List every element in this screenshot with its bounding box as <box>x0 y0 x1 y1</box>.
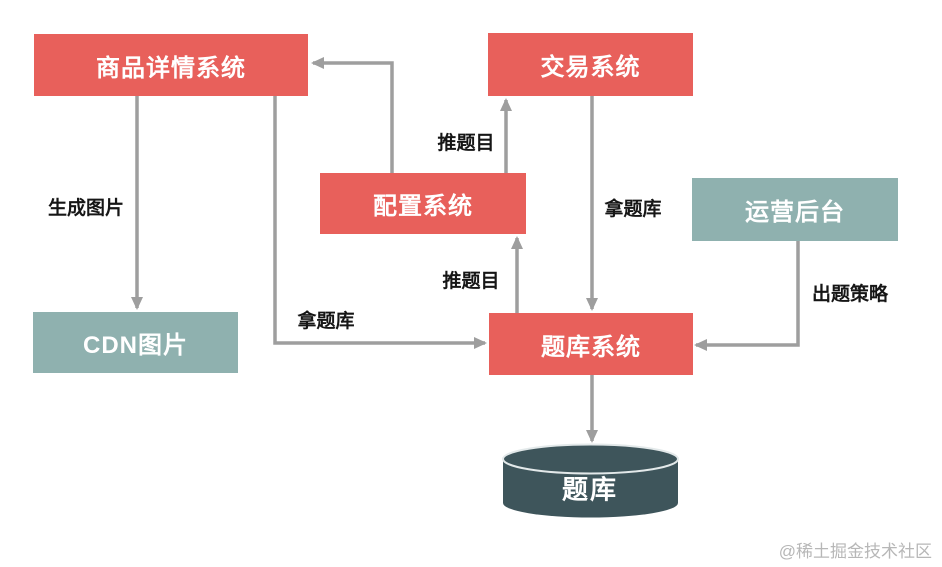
node-cdn-label: CDN图片 <box>83 332 188 359</box>
edge-ops-to-qbank-system <box>694 241 800 351</box>
node-qbank-system: 题库系统 <box>489 313 693 375</box>
node-config-system: 配置系统 <box>320 173 526 234</box>
edge-label-fetch-bank-right: 拿题库 <box>604 199 662 220</box>
watermark-text: @稀土掘金技术社区 <box>778 542 932 561</box>
node-product-detail-system: 商品详情系统 <box>34 34 308 96</box>
edge-label-push-question-top: 推题目 <box>437 133 495 154</box>
node-product-detail-label: 商品详情系统 <box>96 54 246 82</box>
node-ops-label: 运营后台 <box>745 199 845 226</box>
edge-config-to-product-detail <box>311 57 394 173</box>
edge-label-generate-image: 生成图片 <box>47 198 125 219</box>
node-ops-backend: 运营后台 <box>692 178 898 241</box>
edge-label-fetch-bank-left: 拿题库 <box>297 311 355 332</box>
node-qbank-system-label: 题库系统 <box>541 333 641 361</box>
database-cylinder <box>502 443 679 518</box>
edge-label-strategy: 出题策略 <box>811 284 889 305</box>
node-trade-system: 交易系统 <box>488 33 693 96</box>
node-qbank-db-label: 题库 <box>561 474 619 505</box>
node-trade-label: 交易系统 <box>540 54 641 81</box>
node-config-label: 配置系统 <box>373 193 473 220</box>
edge-label-push-question-mid: 推题目 <box>442 271 500 292</box>
node-cdn-image: CDN图片 <box>33 312 238 373</box>
edge-product-detail-to-qbank-system <box>273 96 487 349</box>
